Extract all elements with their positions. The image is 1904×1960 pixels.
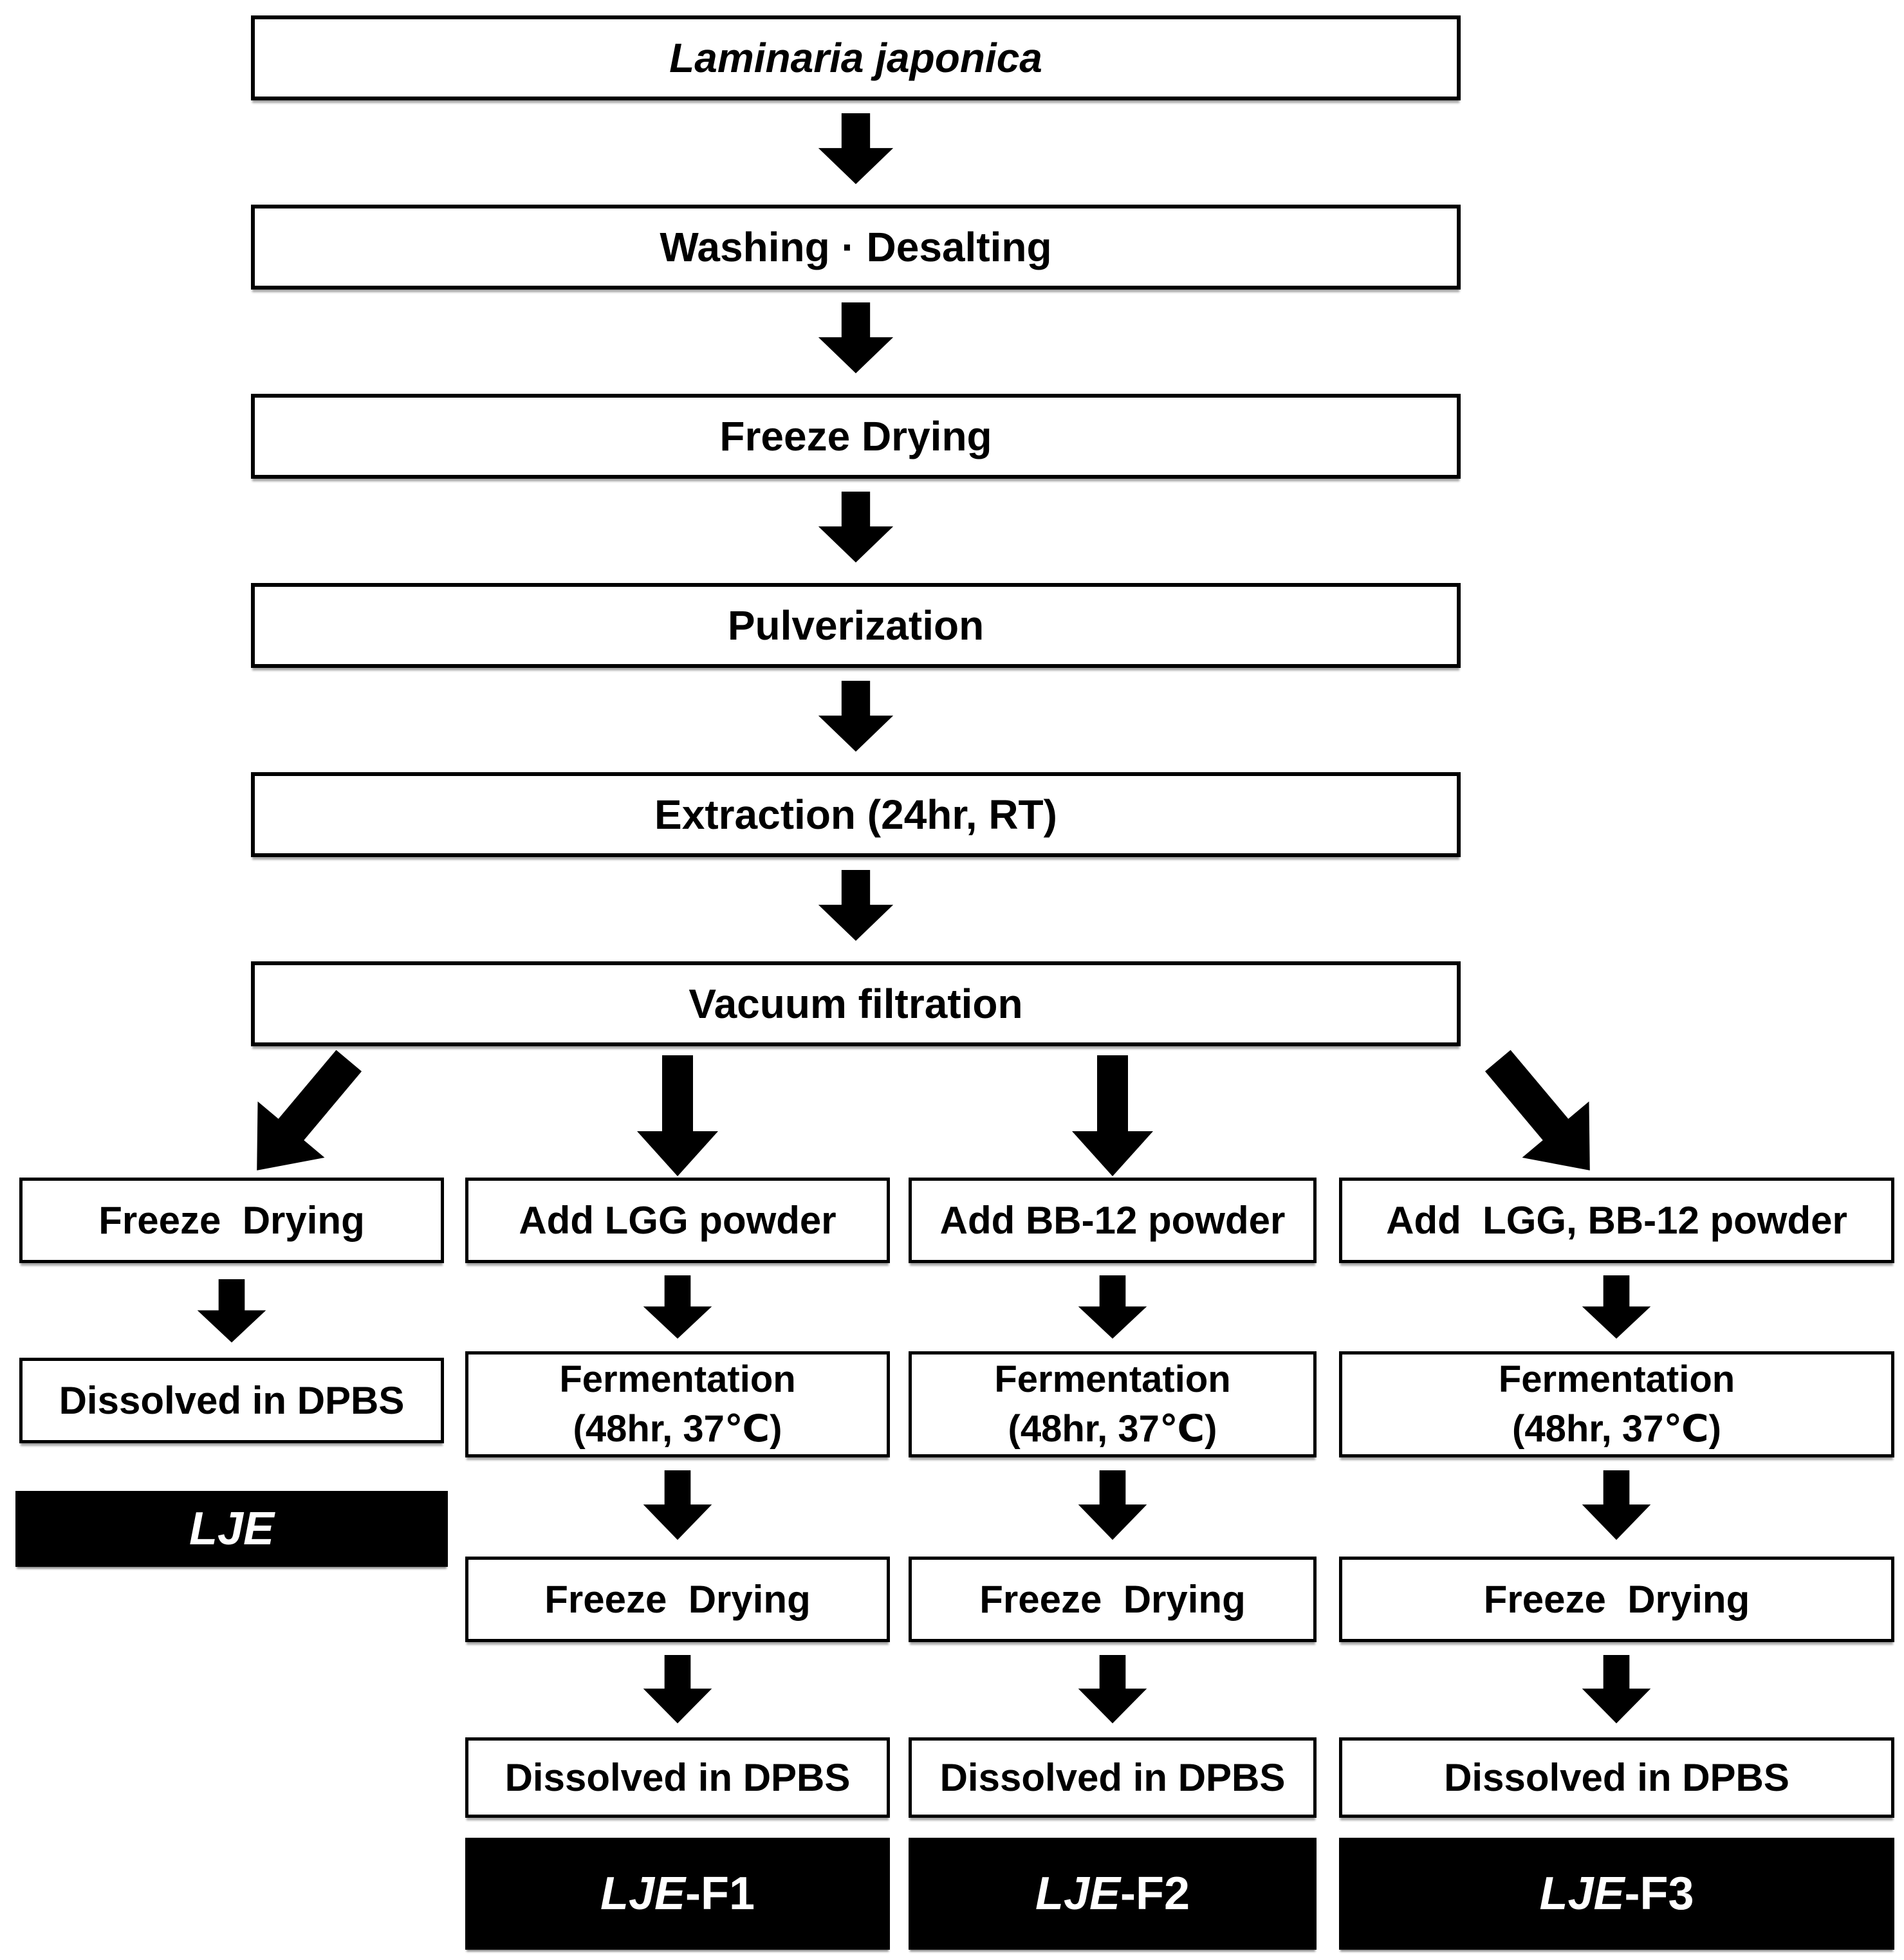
flow-box-branch4-add-lgg-bb12: Add LGG, BB-12 powder bbox=[1339, 1178, 1894, 1263]
flow-box-branch3-freeze-drying: Freeze Drying bbox=[909, 1557, 1317, 1642]
fermentation-line2: (48hr, 37℃) bbox=[1512, 1407, 1721, 1450]
arrow-down-icon bbox=[642, 1275, 713, 1340]
flow-box-laminaria-japonica: Laminaria japonica bbox=[251, 15, 1461, 100]
fermentation-line1: Fermentation bbox=[1498, 1358, 1735, 1400]
flow-box-branch2-dissolved-dpbs: Dissolved in DPBS bbox=[465, 1737, 890, 1818]
fermentation-line2: (48hr, 37℃) bbox=[1008, 1407, 1217, 1450]
arrow-down-icon bbox=[1077, 1470, 1148, 1541]
result-box-lje: LJE bbox=[15, 1491, 448, 1567]
flow-box-branch2-fermentation: Fermentation (48hr, 37℃) bbox=[465, 1351, 890, 1457]
flow-box-branch1-freeze-drying: Freeze Drying bbox=[19, 1178, 444, 1263]
arrow-down-icon bbox=[636, 1055, 719, 1178]
arrow-down-icon bbox=[817, 681, 894, 753]
result-label-lje: LJE bbox=[600, 1868, 686, 1919]
flow-box-freeze-drying-main: Freeze Drying bbox=[251, 394, 1461, 479]
flow-box-branch3-dissolved-dpbs: Dissolved in DPBS bbox=[909, 1737, 1317, 1818]
arrow-down-icon bbox=[1071, 1055, 1154, 1178]
flow-box-branch2-add-lgg: Add LGG powder bbox=[465, 1178, 890, 1263]
fermentation-line2: (48hr, 37℃) bbox=[573, 1407, 782, 1450]
result-label-f2-suffix: -F2 bbox=[1120, 1868, 1190, 1919]
flow-box-branch3-add-bb12: Add BB-12 powder bbox=[909, 1178, 1317, 1263]
flow-box-branch3-fermentation: Fermentation (48hr, 37℃) bbox=[909, 1351, 1317, 1457]
arrow-down-icon bbox=[642, 1470, 713, 1541]
arrow-down-icon bbox=[1077, 1275, 1148, 1340]
result-box-lje-f2: LJE-F2 bbox=[909, 1838, 1317, 1950]
flow-box-vacuum-filtration: Vacuum filtration bbox=[251, 961, 1461, 1046]
arrow-down-icon bbox=[1581, 1470, 1652, 1541]
arrow-down-icon bbox=[817, 302, 894, 374]
result-box-lje-f1: LJE-F1 bbox=[465, 1838, 890, 1950]
fermentation-line1: Fermentation bbox=[994, 1358, 1231, 1400]
flow-box-pulverization: Pulverization bbox=[251, 583, 1461, 668]
arrow-down-left-icon bbox=[221, 1031, 384, 1200]
arrow-down-icon bbox=[642, 1655, 713, 1724]
flow-box-branch4-dissolved-dpbs: Dissolved in DPBS bbox=[1339, 1737, 1894, 1818]
arrow-down-icon bbox=[817, 492, 894, 564]
flow-box-branch2-freeze-drying: Freeze Drying bbox=[465, 1557, 890, 1642]
result-label-f1-suffix: -F1 bbox=[685, 1868, 755, 1919]
result-label-f3-suffix: -F3 bbox=[1624, 1868, 1694, 1919]
arrow-down-icon bbox=[1077, 1655, 1148, 1724]
result-label-lje: LJE bbox=[1035, 1868, 1121, 1919]
fermentation-line1: Fermentation bbox=[559, 1358, 796, 1400]
arrow-down-icon bbox=[817, 113, 894, 185]
flow-box-washing-desalting: Washing · Desalting bbox=[251, 205, 1461, 290]
flow-box-branch4-freeze-drying: Freeze Drying bbox=[1339, 1557, 1894, 1642]
result-label-lje: LJE bbox=[189, 1503, 275, 1555]
arrow-down-icon bbox=[1581, 1275, 1652, 1340]
result-label-lje: LJE bbox=[1539, 1868, 1625, 1919]
arrow-down-icon bbox=[196, 1279, 267, 1344]
result-box-lje-f3: LJE-F3 bbox=[1339, 1838, 1894, 1950]
arrow-down-icon bbox=[1581, 1655, 1652, 1724]
flow-box-branch4-fermentation: Fermentation (48hr, 37℃) bbox=[1339, 1351, 1894, 1457]
flow-box-branch1-dissolved-dpbs: Dissolved in DPBS bbox=[19, 1358, 444, 1443]
arrow-down-right-icon bbox=[1463, 1031, 1625, 1200]
arrow-down-icon bbox=[817, 870, 894, 942]
flow-box-extraction: Extraction (24hr, RT) bbox=[251, 772, 1461, 857]
